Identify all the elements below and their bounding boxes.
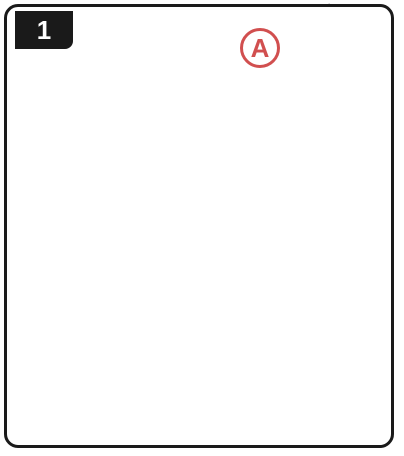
step-number-badge: 1 — [15, 11, 73, 49]
callout-label-a: A — [240, 28, 280, 68]
callout-label: A — [251, 33, 270, 64]
instruction-frame: 1 — [4, 4, 394, 448]
step-number: 1 — [37, 15, 51, 46]
